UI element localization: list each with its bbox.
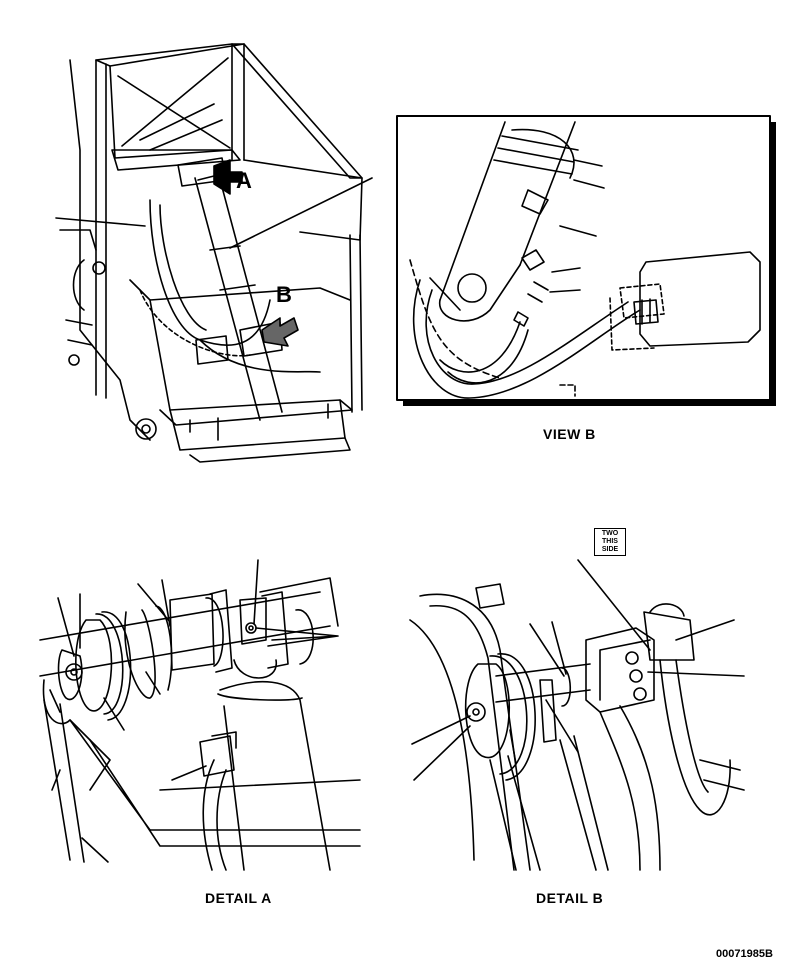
callout-b: B	[276, 282, 292, 307]
view-b-frame	[396, 115, 776, 406]
main-assembly-view	[55, 43, 373, 463]
stamp-line-3: SIDE	[601, 546, 619, 553]
stamp-line-1: TWO	[601, 530, 619, 537]
document-number: 00071985B	[716, 948, 773, 960]
callout-a: A	[236, 168, 252, 193]
detail-b-drawing	[409, 559, 745, 871]
view-b-caption: VIEW B	[543, 426, 596, 442]
two-this-side-stamp: TWO THIS SIDE	[594, 528, 626, 556]
detail-b-caption: DETAIL B	[536, 890, 604, 906]
detail-a-caption: DETAIL A	[205, 890, 272, 906]
view-b-drawing	[409, 121, 761, 399]
detail-a-drawing	[39, 559, 361, 871]
stamp-line-2: THIS	[602, 538, 618, 545]
